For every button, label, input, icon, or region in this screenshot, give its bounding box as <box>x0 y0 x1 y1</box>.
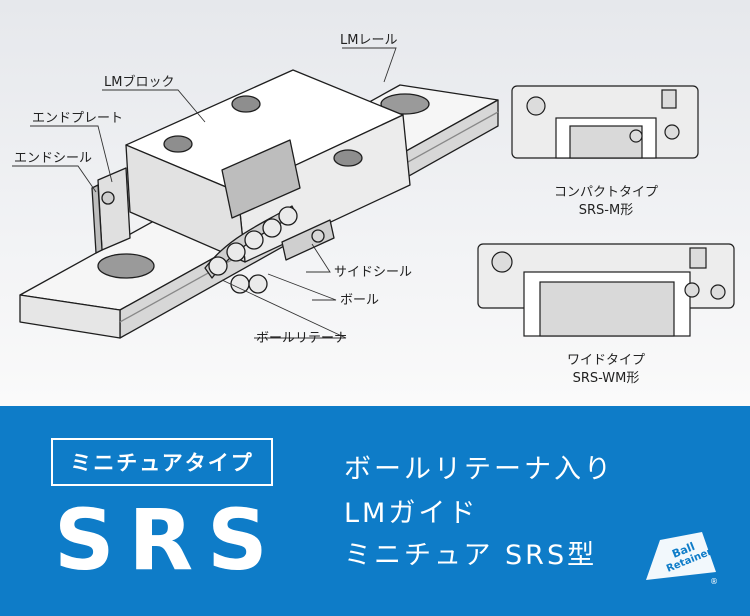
compact-caption-1: コンパクトタイプ <box>554 185 658 200</box>
ball-2 <box>226 242 246 262</box>
title-banner <box>0 406 750 616</box>
side-seal <box>281 219 335 261</box>
wide-cross-section <box>477 243 735 337</box>
label-end-plate: エンドプレート <box>32 111 123 126</box>
rail-bolt-hole-front <box>97 253 155 279</box>
end-seal <box>91 184 103 254</box>
headline-line-1: ボールリテーナ入り <box>344 454 614 485</box>
ball-3 <box>244 230 264 250</box>
label-side-seal: サイドシール <box>334 265 412 280</box>
end-screw <box>101 191 115 205</box>
model-name: SRS <box>54 491 282 589</box>
block-left <box>125 144 246 263</box>
ball-retainer-logo: Ball Retainer ® <box>646 532 718 586</box>
leader-lines <box>12 47 397 339</box>
ball-6 <box>230 274 250 294</box>
block-bolt-hole-3 <box>333 149 363 167</box>
block-bolt-hole-2 <box>231 95 261 113</box>
ball-7 <box>248 274 268 294</box>
block-slot <box>221 139 301 219</box>
diagram-area: LMレール LMブロック エンドプレート エンドシール サイドシール ボール ボ… <box>0 0 750 406</box>
rail-end <box>19 294 121 339</box>
label-end-seal: エンドシール <box>14 151 92 166</box>
ball-4 <box>262 218 282 238</box>
wide-caption-2: SRS-WM形 <box>573 371 640 386</box>
lm-guide-illustration <box>19 69 499 339</box>
headline-line-3: ミニチュア SRS型 <box>344 540 598 571</box>
compact-cross-section <box>511 85 699 159</box>
type-badge: ミニチュアタイプ <box>51 438 273 486</box>
lm-guide-diagram: LMレール LMブロック エンドプレート エンドシール サイドシール ボール ボ… <box>12 33 735 386</box>
headline-line-2: LMガイド <box>344 498 479 529</box>
compact-caption-2: SRS-M形 <box>579 203 633 218</box>
label-ball-retainer: ボールリテーナ <box>256 331 347 346</box>
ball-1 <box>208 256 228 276</box>
end-plate <box>97 167 131 251</box>
block-bolt-hole-1 <box>163 135 193 153</box>
logo-mark: ® <box>710 577 718 586</box>
rail-bolt-hole-rear <box>380 93 430 115</box>
ball-5 <box>278 206 298 226</box>
wide-caption-1: ワイドタイプ <box>567 353 645 368</box>
label-rail: LMレール <box>340 33 397 48</box>
side-screw <box>311 229 325 243</box>
label-block: LMブロック <box>104 74 174 90</box>
label-ball: ボール <box>340 293 379 308</box>
